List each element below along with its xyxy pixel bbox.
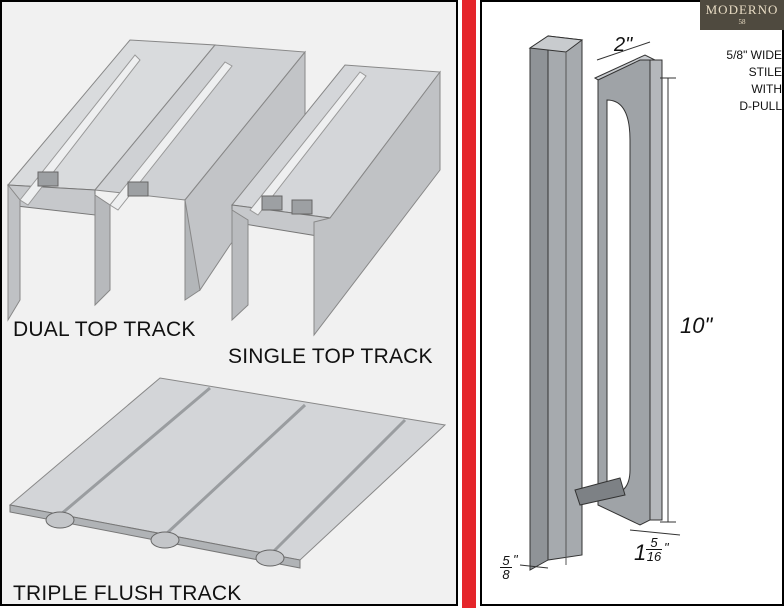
d-pull-handle-image [528,35,663,571]
description-line-3: D-PULL [739,99,782,113]
dimension-lines [519,41,681,569]
depth-fraction: 5 16 [646,536,662,563]
logo-brand-name: MODERNO [705,2,779,17]
single-top-track-image [231,64,441,337]
moderno-logo: MODERNO 58 [700,0,784,30]
triple-flush-track-label: TRIPLE FLUSH TRACK [13,582,242,605]
height-dimension-label: 10" [680,313,713,338]
depth-unit: " [664,540,669,555]
depth-denominator: 16 [646,549,662,564]
stile-width-unit: " [513,552,518,567]
dual-top-track-label: DUAL TOP TRACK [13,318,196,341]
triple-flush-track-image [8,377,447,569]
description-line-2: STILE WITH [748,65,782,96]
handle-description: 5/8" WIDE STILE WITH D-PULL [722,47,782,115]
dual-top-track-image [6,39,306,322]
stile-width-denominator: 8 [500,567,512,581]
width-dimension-label: 2" [614,34,633,56]
logo-brand-number: 58 [738,18,746,26]
description-line-1: 5/8" WIDE [726,48,782,62]
single-top-track-label: SINGLE TOP TRACK [228,345,433,368]
stile-width-fraction: 5 8 [500,554,512,581]
stile-width-numerator: 5 [502,553,510,568]
depth-whole-number: 1 [634,540,647,565]
depth-numerator: 5 [650,535,658,550]
red-divider-bar [462,0,476,608]
